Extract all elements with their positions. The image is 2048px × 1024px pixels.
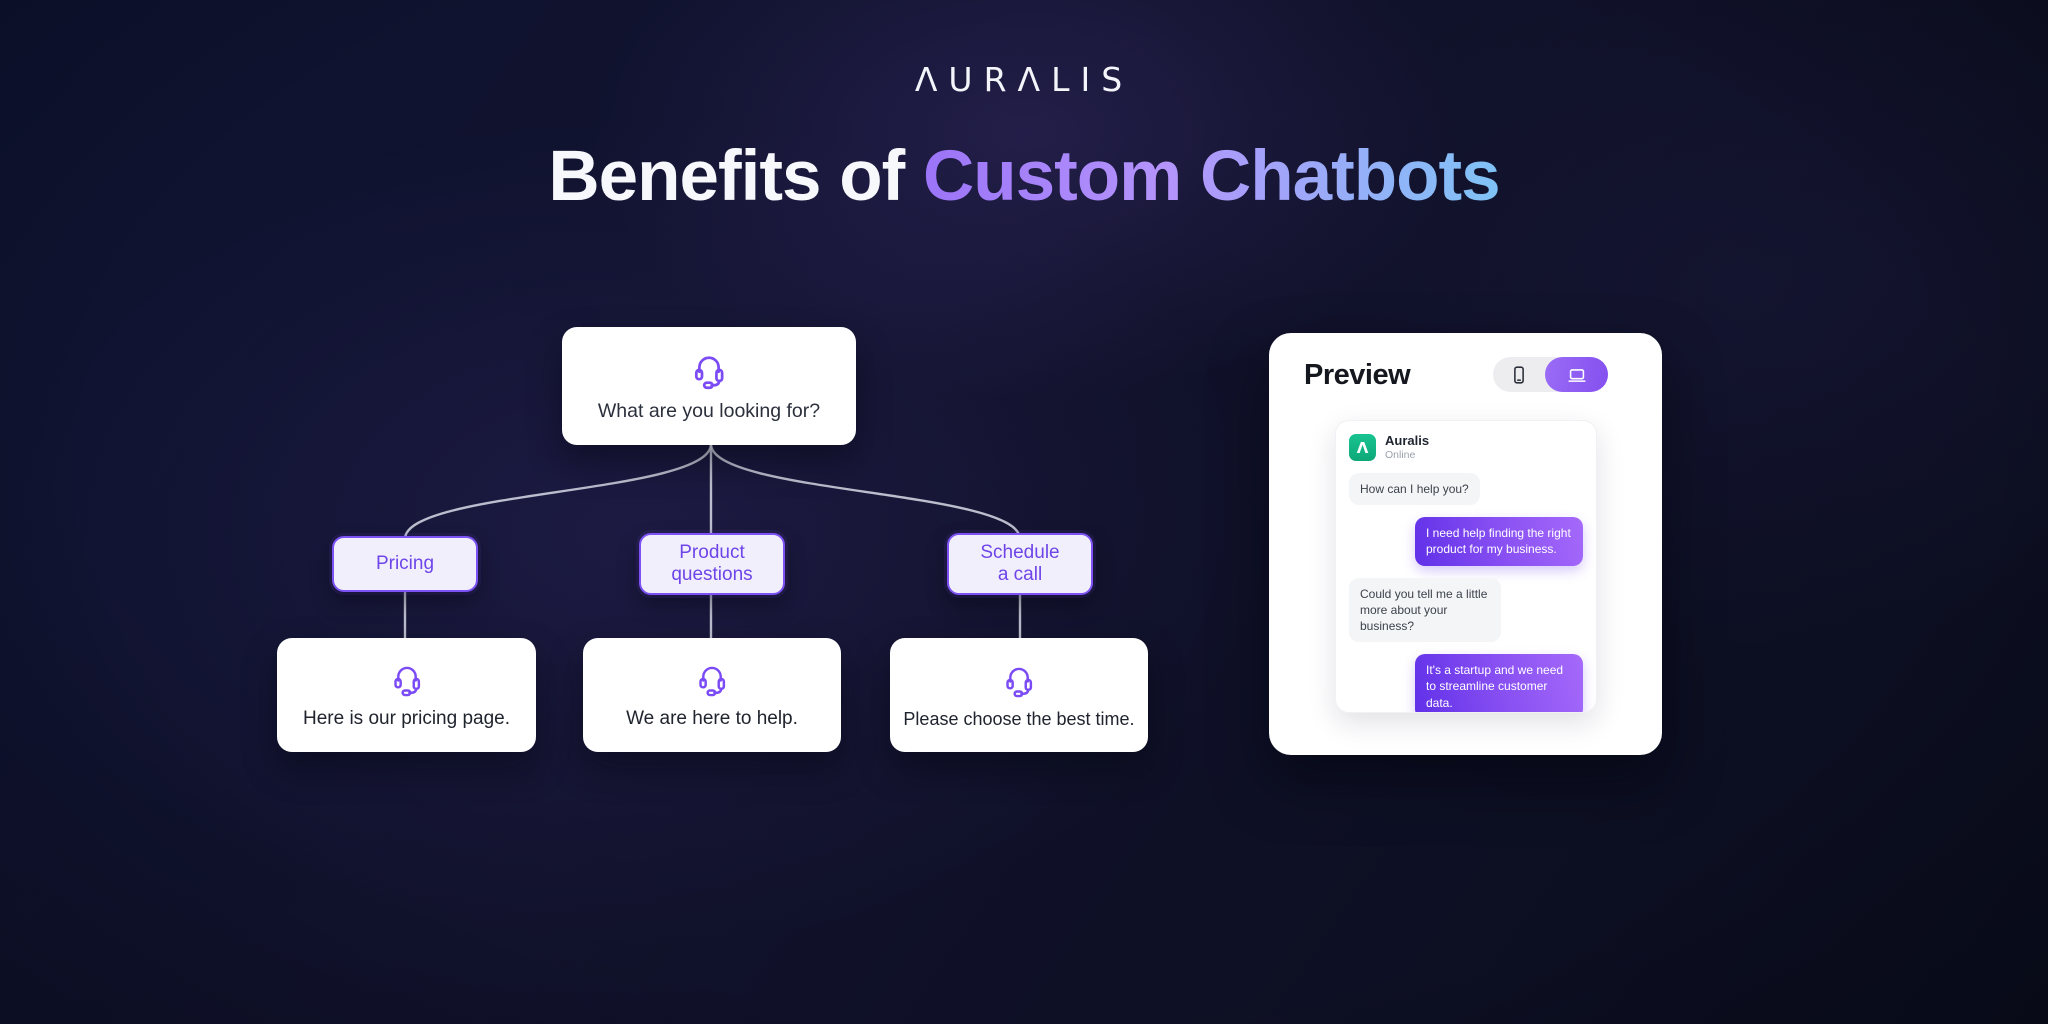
agent-name: Auralis — [1385, 433, 1430, 448]
chat-messages: How can I help you? I need help finding … — [1336, 461, 1596, 712]
response-text: Here is our pricing page. — [303, 708, 510, 729]
flow-option-product-questions[interactable]: Product questions — [639, 533, 785, 595]
option-label: Pricing — [375, 552, 435, 574]
page-title: Benefits of Custom Chatbots — [0, 136, 2048, 217]
flow-root-node: What are you looking for? — [562, 327, 856, 445]
option-label: Product questions — [671, 541, 753, 585]
flow-option-schedule-call[interactable]: Schedule a call — [947, 533, 1093, 595]
response-text: Please choose the best time. — [903, 708, 1135, 729]
title-highlight: Custom Chatbots — [922, 137, 1501, 216]
toggle-desktop-button[interactable] — [1545, 357, 1608, 392]
headset-icon — [694, 356, 724, 390]
preview-card: Preview Λ Auralis Online — [1269, 333, 1662, 755]
response-text: We are here to help. — [626, 708, 798, 729]
flow-response-product: We are here to help. — [583, 638, 841, 752]
flow-response-pricing: Here is our pricing page. — [277, 638, 536, 752]
chat-bubble-bot: How can I help you? — [1349, 473, 1480, 506]
brand-logo: ΛURΛLIS — [914, 60, 1134, 99]
chat-header: Λ Auralis Online — [1336, 421, 1596, 461]
headset-icon — [699, 666, 726, 697]
headset-icon — [393, 666, 420, 697]
root-question: What are you looking for? — [597, 400, 821, 422]
toggle-mobile-button[interactable] — [1493, 357, 1545, 392]
title-prefix: Benefits of — [548, 137, 923, 216]
flow-response-schedule: Please choose the best time. — [890, 638, 1148, 752]
headset-icon — [1006, 667, 1033, 697]
mobile-icon — [1514, 365, 1524, 384]
chat-bubble-bot: Could you tell me a little more about yo… — [1349, 577, 1501, 643]
chat-widget: Λ Auralis Online How can I help you? I n… — [1335, 420, 1597, 713]
chat-bubble-user: I need help finding the right product fo… — [1415, 517, 1583, 566]
option-label: Schedule a call — [980, 541, 1060, 585]
flow-option-pricing[interactable]: Pricing — [332, 536, 478, 592]
agent-avatar: Λ — [1349, 434, 1376, 461]
preview-title: Preview — [1304, 359, 1411, 391]
laptop-icon — [1567, 368, 1586, 382]
agent-status: Online — [1385, 448, 1416, 461]
chat-bubble-user: It's a startup and we need to streamline… — [1415, 654, 1583, 712]
device-toggle — [1493, 357, 1608, 392]
agent-identity: Auralis Online — [1385, 433, 1430, 461]
